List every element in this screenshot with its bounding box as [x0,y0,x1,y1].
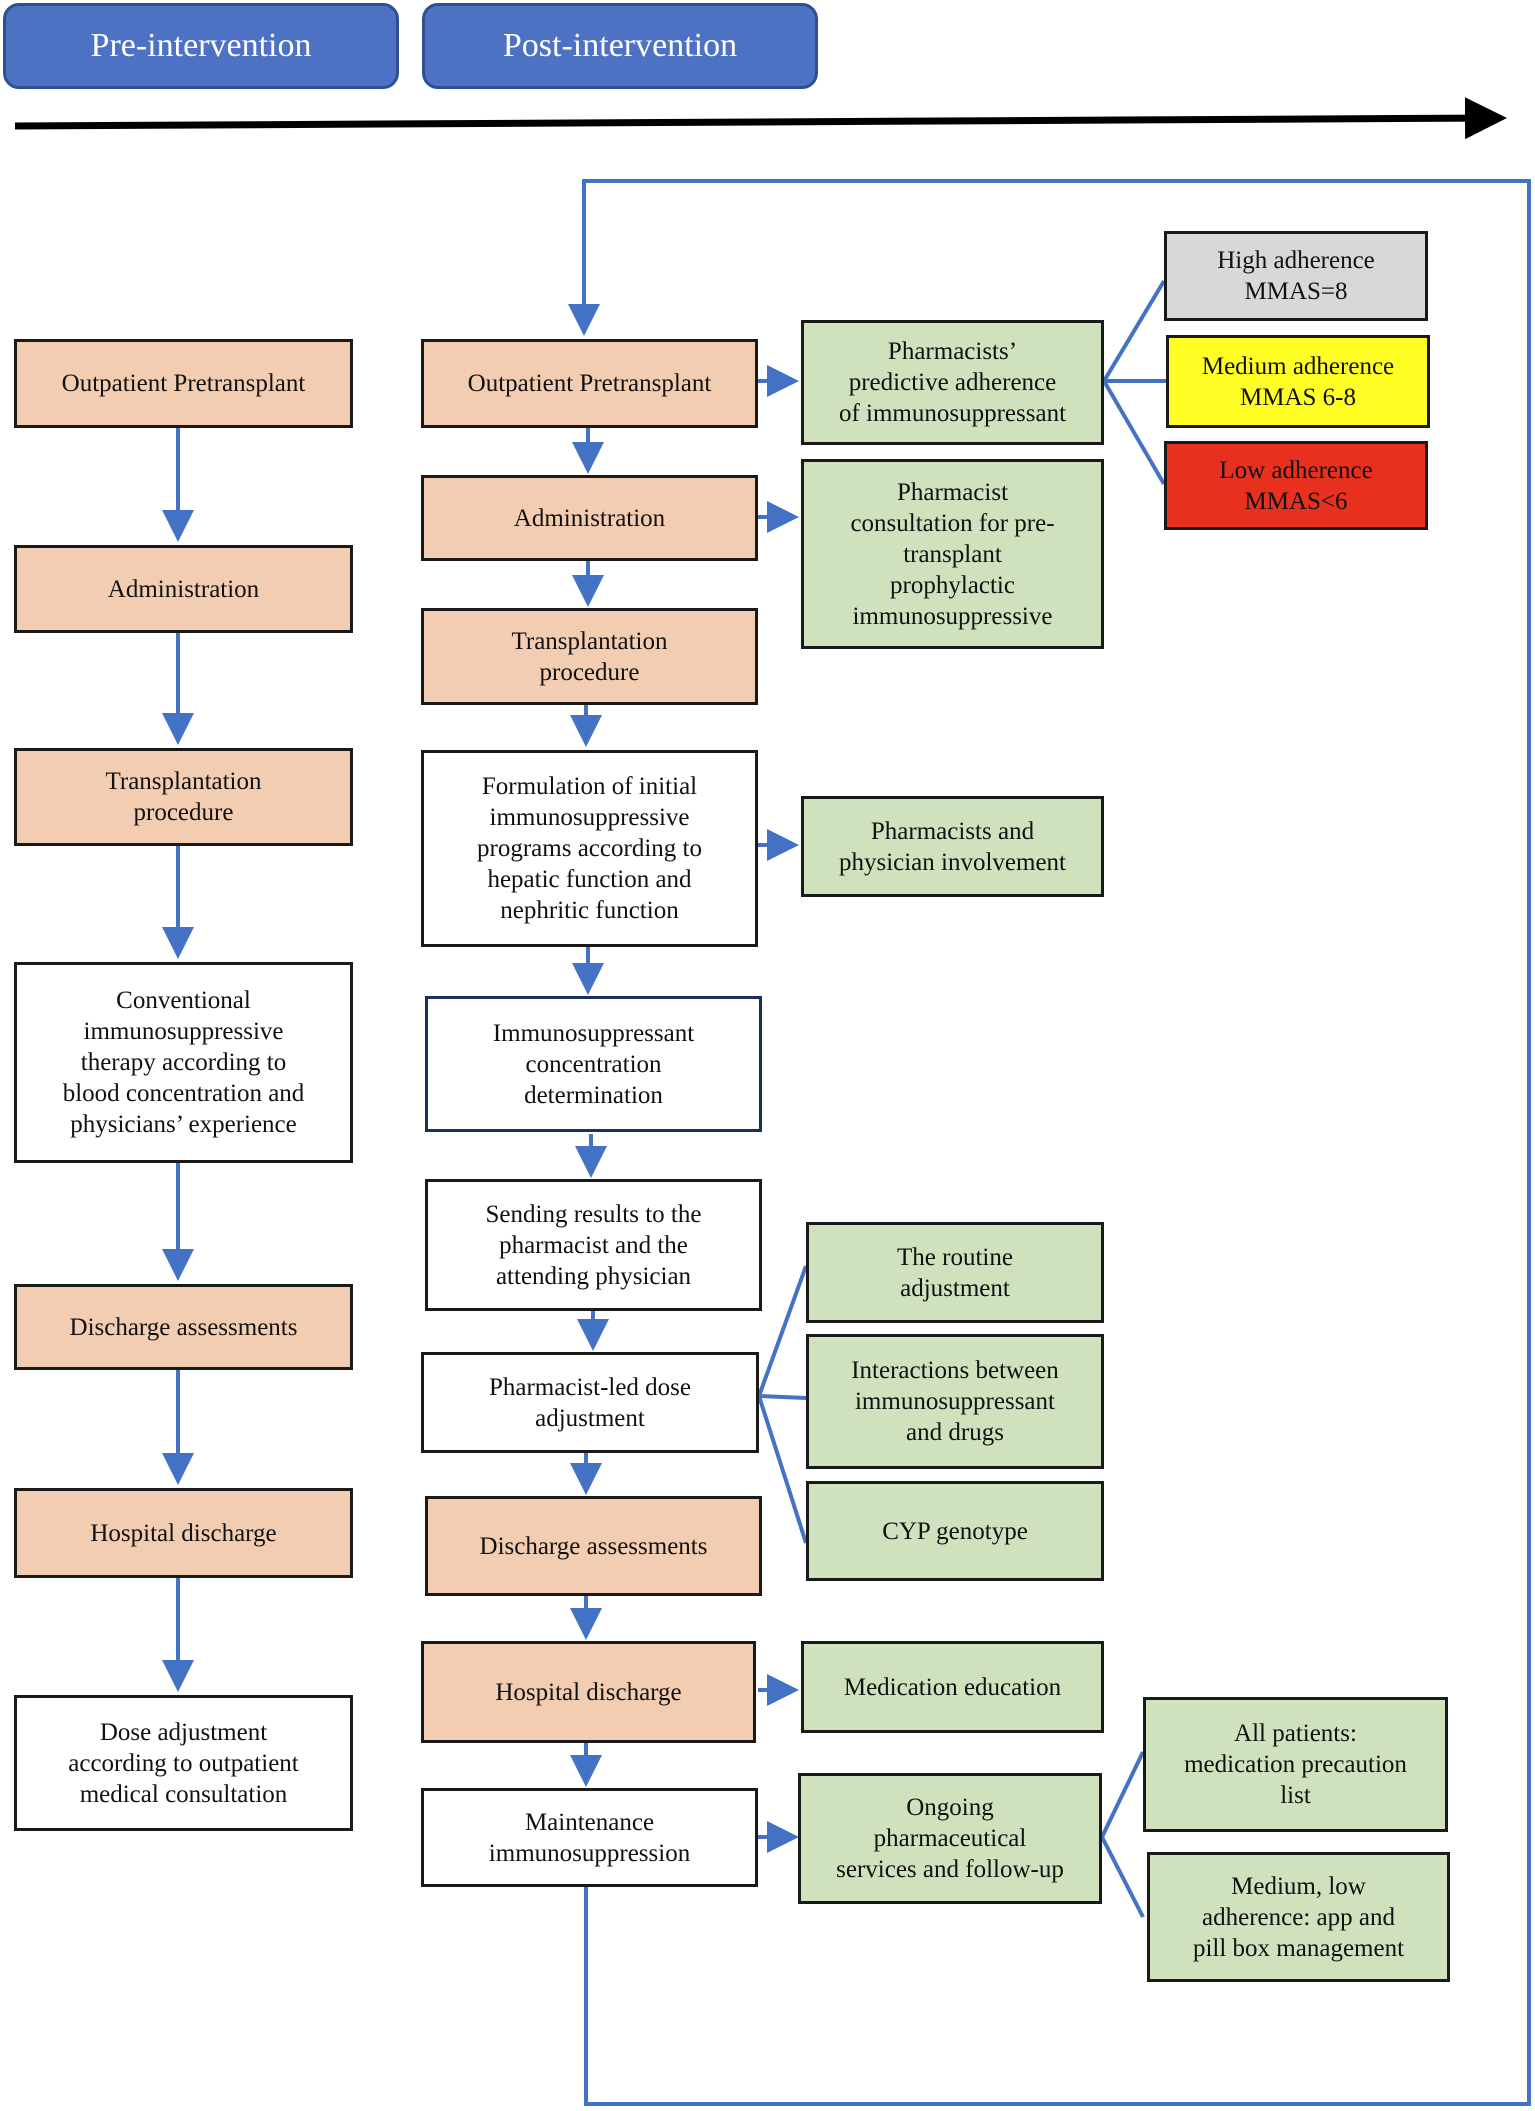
pharmacists-physician-involvement-label: Pharmacists and physician involvement [838,817,1067,876]
pre-dose-adjustment-box: Dose adjustment according to outpatient … [14,1695,353,1831]
predictive-adherence-label: Pharmacists’ predictive adherence of imm… [838,338,1067,427]
post-hospital-discharge-box: Hospital discharge [421,1641,756,1743]
post-sending-results-box: Sending results to the pharmacist and th… [425,1179,762,1311]
routine-adjustment-label: The routine adjustment [897,1243,1013,1302]
post-maintenance-box: Maintenance immunosuppression [421,1788,758,1887]
pre-transplantation-box: Transplantation procedure [14,748,353,846]
post-transplantation-box: Transplantation procedure [421,608,758,705]
pre-transplantation-label: Transplantation procedure [105,768,262,826]
pre-intervention-tab: Pre-intervention [3,3,399,89]
pre-discharge-assessments-box: Discharge assessments [14,1284,353,1370]
post-sending-results-label: Sending results to the pharmacist and th… [485,1200,702,1290]
pre-hospital-discharge-label: Hospital discharge [90,1519,277,1547]
post-intervention-label: Post-intervention [502,27,738,64]
post-discharge-assessments-label: Discharge assessments [479,1532,708,1560]
pharmacists-physician-involvement-box: Pharmacists and physician involvement [801,796,1104,897]
high-adherence-box: High adherence MMAS=8 [1164,231,1428,321]
post-outpatient-pretransplant-label: Outpatient Pretransplant [467,370,712,397]
post-concentration-label: Immunosuppressant concentration determin… [492,1019,695,1109]
pre-administration-label: Administration [107,575,260,603]
post-intervention-tab: Post-intervention [422,3,818,89]
post-concentration-box: Immunosuppressant concentration determin… [425,996,762,1132]
medium-adherence-label: Medium adherence MMAS 6-8 [1201,352,1395,411]
medium-low-adherence-box: Medium, low adherence: app and pill box … [1147,1852,1450,1982]
medium-low-adherence-label: Medium, low adherence: app and pill box … [1192,1872,1405,1962]
pre-conventional-therapy-box: Conventional immunosuppressive therapy a… [14,962,353,1163]
medium-adherence-box: Medium adherence MMAS 6-8 [1166,335,1430,428]
medication-education-label: Medication education [843,1673,1062,1701]
high-adherence-label: High adherence MMAS=8 [1217,247,1375,305]
post-hospital-discharge-label: Hospital discharge [495,1678,682,1706]
predictive-adherence-box: Pharmacists’ predictive adherence of imm… [801,320,1104,445]
pharmacist-consultation-box: Pharmacist consultation for pre- transpl… [801,459,1104,649]
interactions-box: Interactions between immunosuppressant a… [806,1334,1104,1469]
pharmacist-consultation-label: Pharmacist consultation for pre- transpl… [850,478,1055,630]
pre-discharge-assessments-label: Discharge assessments [69,1313,298,1341]
routine-adjustment-box: The routine adjustment [806,1222,1104,1323]
medication-education-box: Medication education [801,1641,1104,1733]
ongoing-services-box: Ongoing pharmaceutical services and foll… [798,1773,1102,1904]
cyp-genotype-label: CYP genotype [882,1517,1028,1545]
interactions-label: Interactions between immunosuppressant a… [851,1357,1059,1446]
pre-administration-box: Administration [14,545,353,633]
ongoing-services-label: Ongoing pharmaceutical services and foll… [836,1794,1064,1883]
low-adherence-label: Low adherence MMAS<6 [1219,456,1373,515]
low-adherence-box: Low adherence MMAS<6 [1164,441,1428,530]
pre-hospital-discharge-box: Hospital discharge [14,1488,353,1578]
timeline-arrow [14,97,1507,140]
pre-conventional-therapy-label: Conventional immunosuppressive therapy a… [62,987,305,1138]
pre-outpatient-pretransplant-box: Outpatient Pretransplant [14,339,353,428]
post-formulation-box: Formulation of initial immunosuppressive… [421,750,758,947]
cyp-genotype-box: CYP genotype [806,1481,1104,1581]
post-outpatient-pretransplant-box: Outpatient Pretransplant [421,339,758,428]
post-discharge-assessments-box: Discharge assessments [425,1496,762,1596]
all-patients-label: All patients: medication precaution list [1184,1720,1407,1809]
post-formulation-label: Formulation of initial immunosuppressive… [477,773,702,924]
post-maintenance-label: Maintenance immunosuppression [488,1808,691,1867]
post-dose-adjustment-label: Pharmacist-led dose adjustment [488,1373,692,1432]
post-administration-box: Administration [421,475,758,561]
all-patients-box: All patients: medication precaution list [1143,1697,1448,1832]
post-dose-adjustment-box: Pharmacist-led dose adjustment [421,1352,759,1453]
pre-intervention-label: Pre-intervention [90,27,312,64]
post-administration-label: Administration [513,504,666,532]
post-transplantation-label: Transplantation procedure [511,627,668,686]
pre-dose-adjustment-label: Dose adjustment according to outpatient … [68,1718,299,1808]
pre-outpatient-pretransplant-label: Outpatient Pretransplant [61,370,306,397]
